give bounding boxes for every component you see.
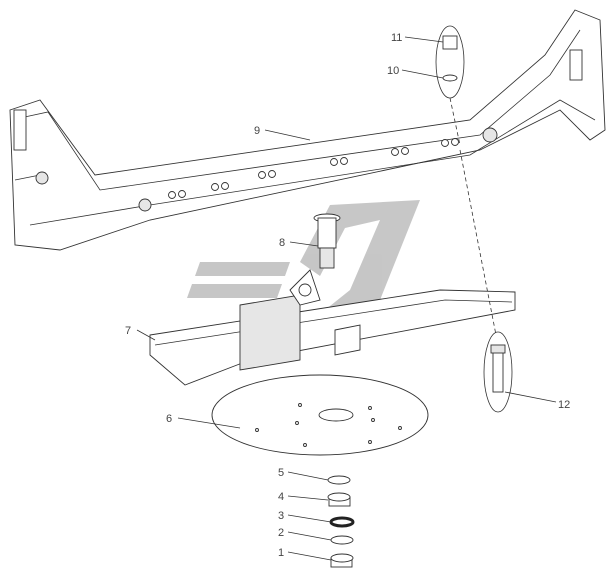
- callout-1: 1: [278, 547, 284, 559]
- bolt-holes: [168, 138, 459, 199]
- callout-7: 7: [125, 325, 131, 337]
- assembly-axis: [459, 149, 497, 336]
- callout-5: 5: [278, 467, 284, 479]
- callout-6: 6: [166, 413, 172, 425]
- callout-9: 9: [254, 125, 260, 137]
- callout-11: 11: [391, 32, 402, 44]
- callout-2: 2: [278, 527, 284, 539]
- leader-lines: [136, 36, 557, 561]
- kingpin-part: [313, 213, 341, 269]
- callout-3: 3: [278, 510, 284, 522]
- frame-crossmember: [9, 9, 606, 251]
- hardware-stack: [327, 475, 355, 568]
- callout-12: 12: [558, 399, 570, 411]
- nut-washer-group: [435, 25, 465, 146]
- callout-4: 4: [278, 491, 284, 503]
- mounting-plate: [211, 374, 429, 456]
- callout-10: 10: [387, 65, 399, 77]
- subframe: [149, 269, 516, 386]
- callout-8: 8: [279, 237, 285, 249]
- bolt-part: [483, 331, 513, 413]
